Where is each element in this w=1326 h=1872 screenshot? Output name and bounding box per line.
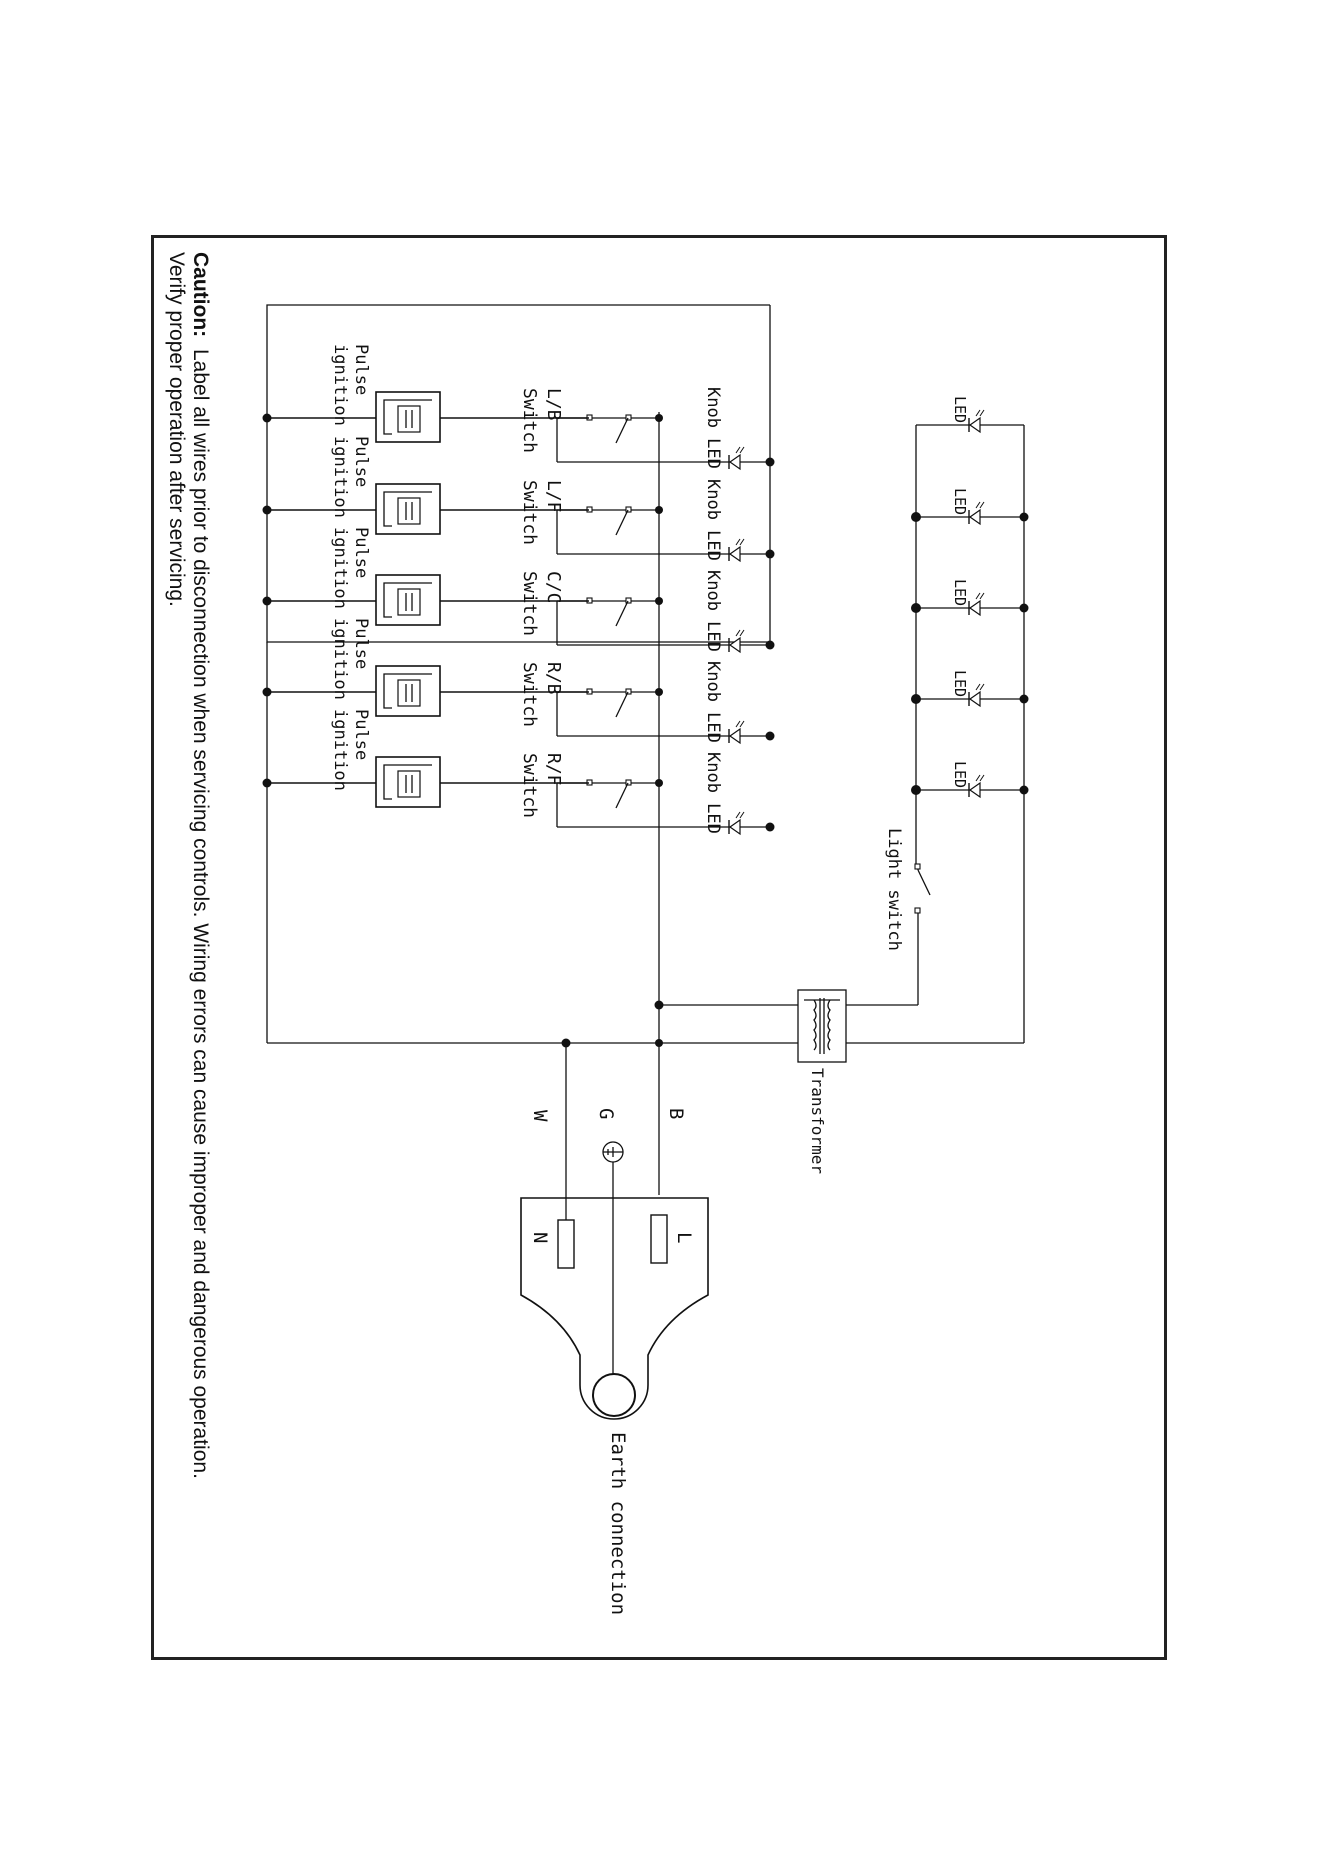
switch-word-label: Switch bbox=[519, 662, 540, 727]
ground-symbol-icon bbox=[602, 1141, 624, 1163]
led-3: LED bbox=[911, 579, 1029, 617]
junction-dot bbox=[765, 731, 775, 741]
wire-b-label: B bbox=[665, 1108, 687, 1119]
knob-led-label: Knob LED bbox=[703, 661, 723, 743]
switch-label-l-b: L/B bbox=[543, 388, 564, 421]
main-wiring bbox=[266, 304, 1025, 1415]
wire-w-label: W bbox=[529, 1110, 551, 1122]
junction-dot bbox=[765, 640, 775, 650]
junction-dot bbox=[765, 822, 775, 832]
power-plug: L N Earth connection bbox=[520, 1197, 709, 1615]
knob-led-label: Knob LED bbox=[703, 387, 723, 469]
diagram-frame bbox=[151, 235, 1167, 1660]
switch-word-label: Switch bbox=[519, 571, 540, 636]
caution-text-line-1: Label all wires prior to disconnection w… bbox=[189, 349, 212, 1479]
junction-dot bbox=[655, 688, 663, 696]
led-label: LED bbox=[951, 488, 969, 515]
junction-dot bbox=[655, 506, 663, 514]
led-ladder: LED LED LED LED LED bbox=[911, 396, 1029, 799]
plug-n-label: N bbox=[529, 1232, 551, 1243]
switch-label-c-c: C/C bbox=[543, 571, 564, 604]
led-label: LED bbox=[951, 670, 969, 697]
pulse-label: Pulse bbox=[351, 618, 371, 669]
junction-dot bbox=[262, 413, 272, 423]
led-1: LED bbox=[951, 396, 985, 434]
junction-dot bbox=[262, 596, 272, 606]
ignition-label: ignition bbox=[330, 618, 350, 700]
junction-dot bbox=[655, 414, 663, 422]
junction-dot bbox=[655, 597, 663, 605]
light-switch-label: Light switch bbox=[884, 828, 904, 951]
ignition-label: ignition bbox=[330, 344, 350, 426]
switch-label-r-b: R/B bbox=[543, 662, 564, 695]
switch-word-label: Switch bbox=[519, 753, 540, 818]
earth-connection-label: Earth connection bbox=[607, 1432, 629, 1615]
knob-led-label: Knob LED bbox=[703, 479, 723, 561]
junction-dot bbox=[765, 457, 775, 467]
pulse-label: Pulse bbox=[351, 709, 371, 760]
led-label: LED bbox=[951, 761, 969, 788]
ignition-label: ignition bbox=[330, 709, 350, 791]
plug-l-label: L bbox=[673, 1232, 695, 1243]
knob-led-label: Knob LED bbox=[703, 570, 723, 652]
pulse-label: Pulse bbox=[351, 344, 371, 395]
led-5: LED bbox=[911, 761, 1029, 799]
led-4: LED bbox=[911, 670, 1029, 708]
caution-note: Caution: Label all wires prior to discon… bbox=[165, 252, 212, 1479]
caution-text-line-2: Verify proper operation after servicing. bbox=[165, 252, 188, 607]
transformer: Transformer bbox=[797, 989, 847, 1174]
knob-led-label: Knob LED bbox=[703, 752, 723, 834]
junction-dot bbox=[262, 778, 272, 788]
led-2: LED bbox=[911, 488, 1029, 526]
light-switch: Light switch bbox=[884, 828, 931, 951]
pulse-label: Pulse bbox=[351, 527, 371, 578]
junction-dot bbox=[262, 687, 272, 697]
switch-label-l-f: L/F bbox=[543, 480, 564, 513]
wire-g-label: G bbox=[595, 1108, 617, 1119]
switch-word-label: Switch bbox=[519, 388, 540, 453]
junction-dot bbox=[262, 505, 272, 515]
switch-word-label: Switch bbox=[519, 480, 540, 545]
ignition-label: ignition bbox=[330, 436, 350, 518]
switch-label-r-f: R/F bbox=[543, 753, 564, 786]
transformer-label: Transformer bbox=[808, 1068, 827, 1174]
led-label: LED bbox=[951, 579, 969, 606]
caution-heading: Caution: bbox=[189, 252, 212, 337]
ignition-label: ignition bbox=[330, 527, 350, 609]
svg-text:Caution: Label all wires: Caution: Label all wires prior to discon… bbox=[189, 252, 212, 1479]
junction-dot bbox=[655, 779, 663, 787]
junction-dot bbox=[765, 549, 775, 559]
pulse-label: Pulse bbox=[351, 436, 371, 487]
led-label: LED bbox=[951, 396, 969, 423]
